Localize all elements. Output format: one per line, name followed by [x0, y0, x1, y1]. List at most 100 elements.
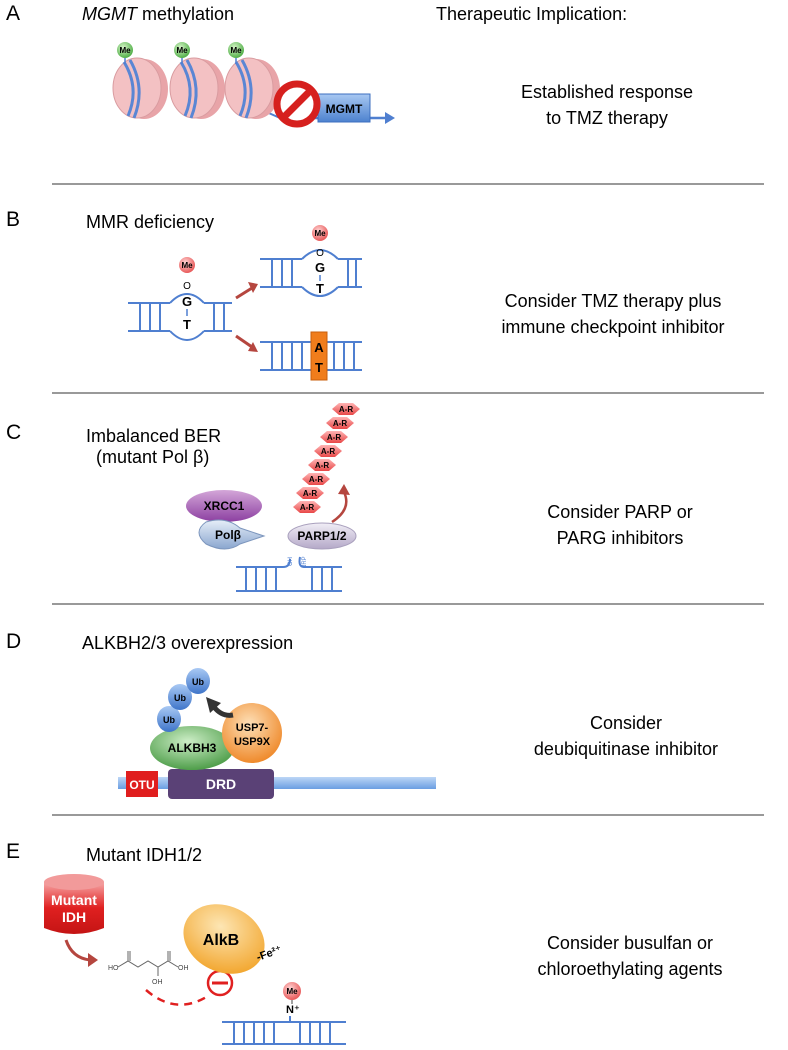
2hg-molecule — [117, 951, 179, 976]
implication-line: Consider PARP or — [547, 502, 693, 522]
adp-ribose-unit: A-R — [293, 501, 321, 513]
implication-line: immune checkpoint inhibitor — [501, 317, 725, 337]
panel-c-letter: C — [6, 421, 22, 444]
usp-label-line1: USP7- — [236, 722, 269, 734]
panel-a-title: MGMT methylation — [82, 4, 234, 25]
panel-e-title: Mutant IDH1/2 — [86, 845, 203, 865]
oh-label: OH — [178, 965, 189, 972]
panel-a-diagram: Me Me Me MGMT — [112, 42, 395, 128]
production-arrow — [64, 939, 91, 962]
panel-b-title: MMR deficiency — [86, 212, 215, 232]
panel-d-implication: Consider deubiquitinase inhibitor — [508, 710, 744, 762]
panel-d-letter: D — [6, 630, 22, 653]
usp-label-line2: USP9X — [234, 736, 271, 748]
ho-label: HO — [108, 965, 119, 972]
parp-protein — [287, 522, 357, 550]
n-plus-label: N⁺ — [286, 1004, 300, 1016]
adp-ribose-unit: A-R — [308, 459, 336, 471]
svg-text:A-R: A-R — [309, 475, 323, 484]
base-g: G — [182, 294, 192, 309]
polb-label: Polβ — [215, 528, 241, 542]
replication-arrow — [235, 334, 253, 349]
alkb-enzyme — [183, 904, 265, 974]
methyl-label: Me — [181, 261, 193, 270]
alkbh3-protein — [150, 726, 234, 770]
ubiquitin: Ub — [186, 668, 210, 694]
otu-domain — [126, 771, 158, 797]
dna-duplex-left — [128, 293, 232, 341]
implication-line: deubiquitinase inhibitor — [533, 739, 719, 759]
panel-d-title: ALKBH2/3 overexpression — [82, 633, 294, 653]
svg-text:Ub: Ub — [163, 715, 175, 725]
panel-a-implication: Established response to TMZ therapy — [482, 79, 732, 131]
methyl-label: Me — [314, 229, 326, 238]
nucleosome — [112, 57, 168, 119]
dna-duplex-top — [260, 249, 362, 297]
adp-ribose-unit: A-R — [326, 417, 354, 429]
ubiquitin: Ub — [168, 684, 192, 710]
nucleosome — [169, 57, 225, 119]
base-t: T — [316, 281, 324, 296]
alkbh3-label: ALKBH3 — [168, 741, 217, 755]
mutant-idh-line2: IDH — [62, 909, 86, 925]
panel-e-implication: Consider busulfan or chloroethylating ag… — [512, 930, 748, 982]
adp-ribose-unit: A-R — [314, 445, 342, 457]
panel-e-letter: E — [6, 840, 21, 863]
svg-text:A-R: A-R — [333, 419, 347, 428]
drd-label: DRD — [206, 776, 236, 792]
ubiquitin-chain: Ub Ub Ub — [157, 668, 210, 732]
adp-ribose-unit: A-R — [302, 473, 330, 485]
panel-b-implication: Consider TMZ therapy plus immune checkpo… — [482, 288, 744, 340]
parp-label: PARP1/2 — [297, 529, 346, 543]
parylation-arrow — [331, 491, 348, 524]
methyl-marker: Me — [228, 42, 244, 64]
svg-text:Me: Me — [119, 46, 131, 55]
methyl-marker: Me — [174, 42, 190, 64]
divider — [52, 392, 764, 394]
panel-c-implication: Consider PARP or PARG inhibitors — [520, 499, 720, 551]
adp-ribose-unit: A-R — [296, 487, 324, 499]
arrowhead — [88, 953, 98, 967]
divider — [52, 183, 764, 185]
svg-text:A-R: A-R — [315, 461, 329, 470]
methyl-marker: Me — [117, 42, 133, 64]
mgmt-gene-box — [317, 93, 371, 123]
methyl-label: Me — [286, 987, 298, 996]
base-a: A — [314, 340, 324, 355]
panel-d-diagram: OTU DRD ALKBH3 USP7- USP9X Ub Ub Ub — [118, 668, 436, 799]
polb-protein — [198, 519, 266, 550]
methyl-marker — [312, 225, 328, 241]
base-t: T — [315, 360, 323, 375]
svg-text:A-R: A-R — [321, 447, 335, 456]
implication-title: Therapeutic Implication: — [436, 4, 628, 24]
implication-line: Established response — [520, 82, 694, 102]
adp-ribose-unit: A-R — [332, 403, 360, 415]
panel-a-letter: A — [6, 2, 21, 25]
alkbh3-protein-backbone — [118, 777, 436, 789]
par-chain: A-R A-R A-R A-R A-R A-R A-R A-R — [293, 403, 360, 513]
panel-c-diagram: XRCC1 Polβ PARP1/2 A-R A-R A-R A-R A-R A… — [186, 403, 360, 592]
panel-b-diagram: Me O G T Me O G T A T — [128, 225, 362, 381]
implication-line: Consider TMZ therapy plus — [504, 291, 722, 311]
usp7-usp9x-protein — [222, 703, 282, 763]
svg-text:A-R: A-R — [327, 433, 341, 442]
inhibition-icon — [206, 969, 234, 997]
arrowhead — [206, 697, 221, 713]
replication-arrow — [235, 286, 253, 300]
arrowhead — [248, 282, 258, 293]
arrowhead — [248, 342, 258, 352]
deubiquitination-arrow — [212, 705, 234, 718]
mutation-base-pair — [310, 331, 328, 381]
mutant-idh-line1: Mutant — [51, 892, 97, 908]
implication-line: Consider busulfan or — [546, 933, 714, 953]
nucleosome — [224, 57, 280, 119]
panel-b-letter: B — [6, 208, 21, 231]
arrowhead — [338, 484, 350, 495]
gapped-dna — [236, 556, 342, 592]
svg-text:Ub: Ub — [174, 693, 186, 703]
oh-label: OH — [152, 979, 163, 986]
svg-text:Me: Me — [176, 46, 188, 55]
implication-line: chloroethylating agents — [537, 959, 723, 979]
panel-c-title-line1: Imbalanced BER — [86, 426, 222, 446]
implication-line: Consider — [589, 713, 663, 733]
